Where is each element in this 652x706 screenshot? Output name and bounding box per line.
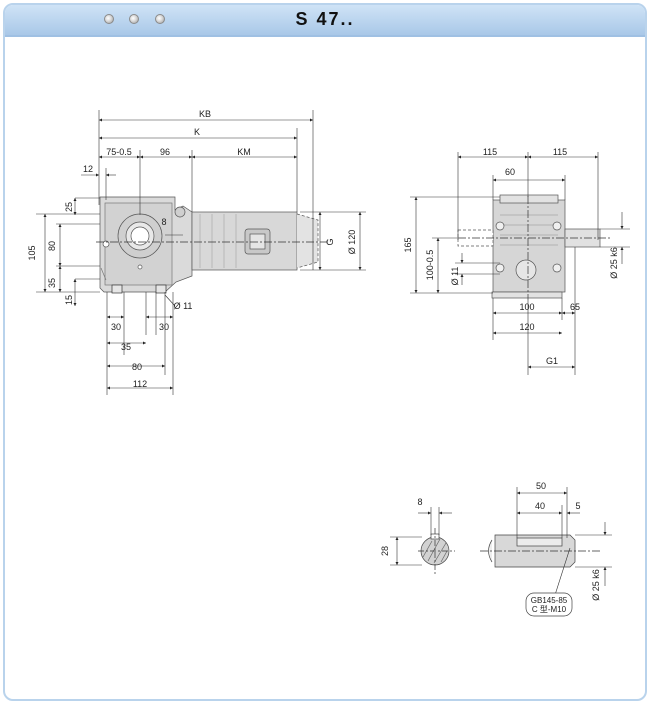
circle-icon[interactable] <box>104 14 114 24</box>
dim-120: 120 <box>519 322 534 332</box>
dim-dia-11: Ø 11 <box>174 301 193 311</box>
side-view <box>96 196 330 294</box>
shaft-side <box>480 534 600 568</box>
side-view-labels: KB K 75-0.5 96 KM 12 25 8 105 80 35 15 G… <box>27 109 357 389</box>
dim-12: 12 <box>83 164 93 174</box>
dim-kb: KB <box>199 109 211 119</box>
dim-dia-120: Ø 120 <box>347 230 357 255</box>
shaft-dimensions <box>390 487 612 596</box>
circle-icon[interactable] <box>155 14 165 24</box>
dim-115-left: 115 <box>483 147 497 157</box>
dim-60: 60 <box>505 167 515 177</box>
dim-8-key: 8 <box>417 497 422 507</box>
center-hole-callout-box <box>525 592 573 617</box>
page-title: S 47.. <box>295 9 355 29</box>
dim-35-bottom: 35 <box>121 342 131 352</box>
front-view-labels: 115 115 60 165 100-0.5 Ø 11 Ø 25 k6 100 … <box>403 147 619 366</box>
dim-96: 96 <box>160 147 170 157</box>
dim-30-right: 30 <box>159 322 169 332</box>
dim-5: 5 <box>575 501 580 511</box>
dim-75: 75-0.5 <box>106 147 132 157</box>
dim-35: 35 <box>47 278 57 288</box>
dim-65: 65 <box>570 302 580 312</box>
dim-dia-25-k6: Ø 25 k6 <box>609 247 619 279</box>
shaft-cross-section <box>418 528 455 576</box>
callout-standard: GB145-85 <box>531 596 568 605</box>
title-bar: S 47.. <box>5 5 645 37</box>
shaft-labels: 8 28 50 40 5 Ø 25 k6 GB145-85 C 型-M10 <box>380 481 601 617</box>
circle-icon[interactable] <box>129 14 139 24</box>
dim-dia-25-k6-shaft: Ø 25 k6 <box>591 569 601 601</box>
dim-40: 40 <box>535 501 545 511</box>
dim-k: K <box>194 127 200 137</box>
dim-100-tol: 100-0.5 <box>425 250 435 281</box>
dim-80: 80 <box>47 241 57 251</box>
dim-8: 8 <box>161 217 166 227</box>
dim-165: 165 <box>403 237 413 252</box>
dim-25: 25 <box>64 202 74 212</box>
dim-115-right: 115 <box>553 147 567 157</box>
dim-km: KM <box>237 147 251 157</box>
front-view <box>457 194 612 300</box>
dim-30-left: 30 <box>111 322 121 332</box>
dim-100: 100 <box>519 302 534 312</box>
front-view-dimensions <box>410 152 630 375</box>
dim-dia-11-front: Ø 11 <box>450 267 460 286</box>
callout-thread: C 型-M10 <box>532 605 567 614</box>
dim-15: 15 <box>64 295 74 305</box>
dim-28: 28 <box>380 546 390 556</box>
dim-80-bottom: 80 <box>132 362 142 372</box>
dim-g1: G1 <box>546 356 558 366</box>
dim-50: 50 <box>536 481 546 491</box>
dim-112: 112 <box>133 379 147 389</box>
dim-105: 105 <box>27 245 37 260</box>
side-view-dimensions <box>36 110 366 395</box>
dim-g: G <box>325 238 335 245</box>
